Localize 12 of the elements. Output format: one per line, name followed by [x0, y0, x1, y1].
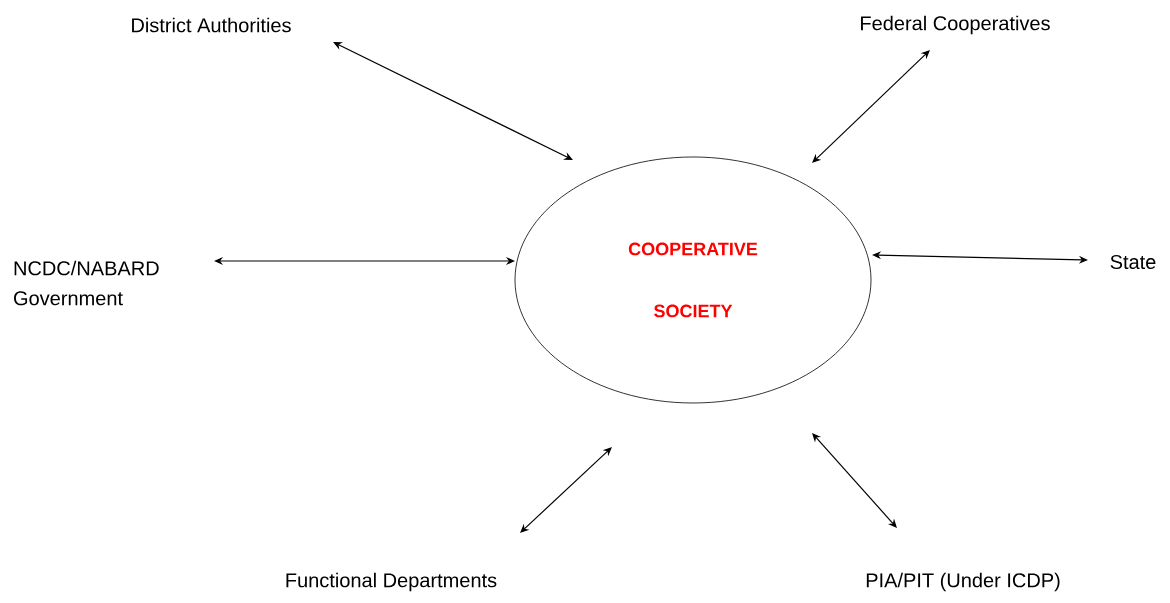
double-arrow	[520, 447, 612, 533]
node-label: Federal Cooperatives	[861, 15, 1050, 35]
node-label: PIA/PIT (Under ICDP)	[866, 572, 1060, 592]
node-label: District Authorities	[132, 17, 291, 33]
double-arrow	[214, 256, 515, 266]
double-arrow	[333, 42, 573, 160]
ellipse-node: COOPERATIVE SOCIETY	[514, 156, 872, 404]
node-label: NCDC/NABARD Government	[14, 260, 159, 306]
double-arrow	[812, 50, 930, 163]
node-label: State	[1110, 254, 1156, 270]
node-label: Functional Departments	[286, 572, 497, 592]
double-arrow	[812, 433, 897, 528]
